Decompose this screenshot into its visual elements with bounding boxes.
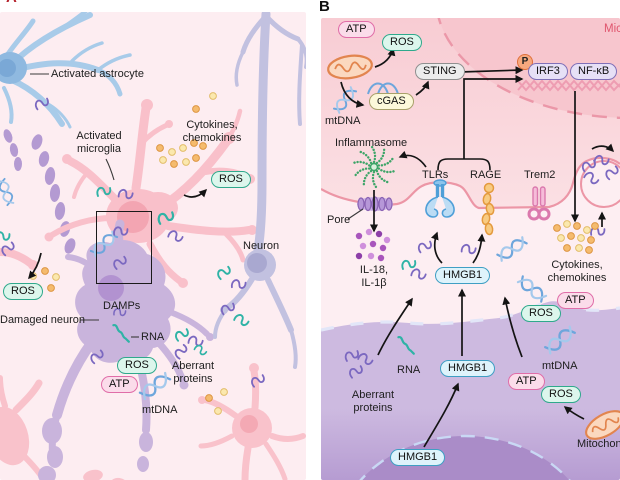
panel-b-arrows bbox=[340, 47, 615, 448]
atp-pill-b3: ATP bbox=[508, 373, 545, 390]
label-mitochondria: Mitochondria bbox=[577, 438, 620, 450]
cgas-dna-icon bbox=[367, 82, 399, 95]
atp-pill-b1: ATP bbox=[338, 21, 375, 38]
damaged-neuron-nucleus bbox=[359, 434, 571, 480]
label-cytokines-chemokines-a: Cytokines, chemokines bbox=[182, 119, 242, 144]
label-activated-microglia: Activated microglia bbox=[76, 130, 122, 155]
nfkb-pill: NF-κB bbox=[570, 63, 618, 80]
hmgb1-pill-1: HMGB1 bbox=[435, 267, 491, 284]
cgas-pill: cGAS bbox=[369, 93, 414, 110]
label-pore: Pore bbox=[327, 214, 351, 226]
trem2-receptor-icon bbox=[527, 186, 551, 221]
tlr-receptor-icon bbox=[425, 179, 455, 218]
panel-b-illustration: mtDNA Microglia Inflammasome TLRs RAGE T… bbox=[321, 18, 620, 480]
panel-a-arrows bbox=[28, 73, 208, 338]
sting-pill: STING bbox=[415, 63, 465, 80]
ros-pill-b3: ROS bbox=[541, 386, 581, 403]
label-neuron: Neuron bbox=[243, 240, 280, 252]
hmgb1-pill-2: HMGB1 bbox=[440, 360, 496, 377]
label-cytokines-chemokines-b: Cytokines, chemokines bbox=[547, 259, 607, 284]
gene-dna-zigzag bbox=[517, 79, 620, 92]
label-trem2: Trem2 bbox=[524, 169, 556, 181]
damaged-neuron-body bbox=[321, 299, 620, 480]
activated-astrocyte-cell bbox=[0, 12, 132, 129]
ros-pill-b1: ROS bbox=[382, 34, 422, 51]
inset-zoom-rectangle bbox=[96, 211, 152, 284]
label-aberrant-proteins-a: Aberrant proteins bbox=[171, 360, 215, 385]
panel-b-letter: B bbox=[319, 0, 330, 15]
damaged-neuron-cell bbox=[38, 219, 214, 480]
hmgb1-pill-3: HMGB1 bbox=[390, 449, 446, 466]
label-tlrs: TLRs bbox=[422, 169, 449, 181]
ros-pill-b2: ROS bbox=[521, 305, 561, 322]
atp-pill-a: ATP bbox=[101, 376, 138, 393]
atp-pill-b2: ATP bbox=[557, 292, 594, 309]
il18-line1: IL-18, bbox=[359, 264, 389, 276]
label-inflammasome: Inflammasome bbox=[335, 137, 408, 149]
label-activated-astrocyte: Activated astrocyte bbox=[51, 68, 144, 80]
label-rage: RAGE bbox=[470, 169, 502, 181]
label-mtdna-bottom: mtDNA bbox=[542, 360, 578, 372]
ros-pill-a2: ROS bbox=[3, 283, 43, 300]
il1b-line2: IL-1β bbox=[361, 276, 387, 289]
irf3-pill: IRF3 bbox=[528, 63, 568, 80]
inflammasome-icon bbox=[353, 145, 395, 189]
beaded-neurites bbox=[3, 129, 76, 254]
phagocytic-cup bbox=[580, 160, 620, 208]
pore-icon bbox=[357, 196, 393, 212]
il18-il1b-dots bbox=[355, 228, 391, 262]
panel-a-art bbox=[0, 12, 306, 480]
neuron-cell bbox=[213, 12, 306, 369]
label-il18: IL-18, IL-1β bbox=[354, 264, 394, 289]
label-rna-b: RNA bbox=[397, 364, 421, 376]
label-aberrant-proteins-b: Aberrant proteins bbox=[351, 389, 395, 414]
panel-a-letter: A bbox=[6, 0, 17, 6]
label-microglia-cut: Microglia bbox=[604, 23, 620, 35]
cytokine-dots-b bbox=[553, 220, 599, 254]
label-mtdna-top: mtDNA bbox=[325, 115, 361, 127]
rage-receptor-icon bbox=[481, 182, 495, 236]
panel-a-illustration: Activated astrocyte Activated microglia … bbox=[0, 12, 306, 480]
label-mtdna-a: mtDNA bbox=[142, 404, 178, 416]
label-damaged-neuron: Damaged neuron bbox=[0, 314, 86, 326]
ros-pill-a3: ROS bbox=[117, 357, 157, 374]
label-damps: DAMPs bbox=[103, 300, 141, 312]
panel-b-art bbox=[321, 18, 620, 480]
ros-pill-a1: ROS bbox=[211, 171, 251, 188]
label-rna-a: RNA bbox=[141, 331, 165, 343]
cytokine-dots bbox=[29, 92, 228, 415]
